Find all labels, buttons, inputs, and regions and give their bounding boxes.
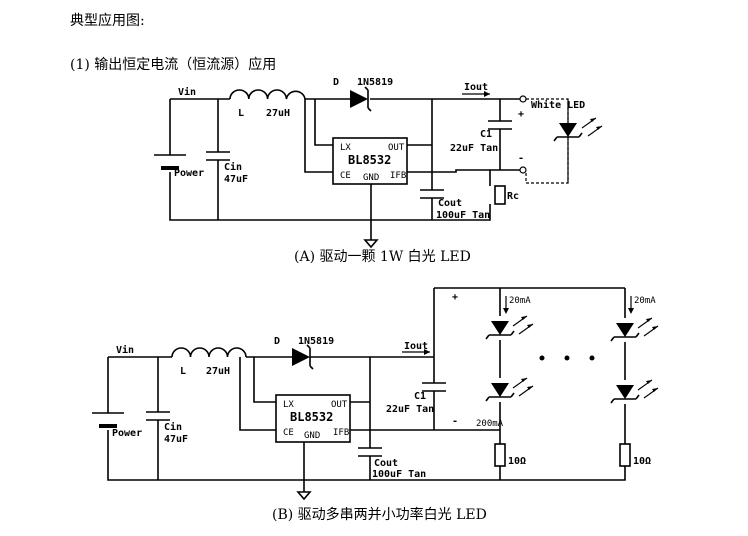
a-iout-label: Iout (464, 82, 488, 93)
a-rc-label: Rc (507, 191, 519, 202)
section-subheading: (1) 输出恒定电流（恒流源）应用 (70, 57, 277, 73)
b-vin-label: Vin (116, 344, 134, 356)
b-cin-value: 47uF (164, 434, 188, 445)
b-current-right: 20mA (634, 296, 656, 306)
a-cin-value: 47uF (224, 174, 248, 185)
b-minus: - (452, 416, 458, 427)
b-ic-name: BL8532 (290, 410, 333, 424)
a-inductor-value: 27uH (266, 108, 290, 119)
b-pin-ifb: IFB (333, 428, 349, 438)
a-cout-value: 100uF Tan (436, 210, 490, 221)
a-pin-gnd: GND (363, 173, 379, 183)
a-pin-ce: CE (340, 171, 351, 181)
b-diode-part: 1N5819 (298, 336, 334, 347)
b-cin-label: Cin (164, 421, 182, 433)
b-pin-lx: LX (283, 400, 294, 410)
a-minus: - (518, 153, 524, 164)
b-inductor-value: 27uH (206, 366, 230, 377)
a-c1-value: 22uF Tan (450, 143, 498, 154)
b-cout-label: Cout (374, 458, 398, 469)
b-current-total: 200mA (476, 419, 504, 429)
b-power-label: Power (112, 428, 142, 439)
b-diode-label: D (274, 336, 280, 347)
circuit-b: Vin L 27uH D 1N5819 Iout + - 20mA 20mA 2… (92, 287, 659, 501)
b-current-left: 20mA (509, 296, 531, 306)
caption-a: (A) 驱动一颗 1W 白光 LED (294, 249, 471, 265)
b-pin-gnd: GND (304, 431, 320, 441)
a-pin-lx: LX (340, 143, 351, 153)
b-pin-ce: CE (283, 428, 294, 438)
section-heading: 典型应用图: (70, 13, 145, 29)
a-cout-label: Cout (438, 198, 462, 209)
a-ic-name: BL8532 (348, 153, 391, 167)
a-diode-label: D (333, 77, 339, 88)
a-cin-label: Cin (224, 161, 242, 173)
a-c1-label: C1 (480, 129, 492, 140)
a-plus: + (518, 109, 524, 120)
caption-b: (B) 驱动多串两并小功率白光 LED (272, 507, 487, 523)
b-r-left: 10Ω (508, 456, 526, 467)
b-iout-label: Iout (404, 341, 428, 352)
b-c1-label: C1 (414, 391, 426, 402)
b-plus: + (452, 292, 458, 303)
circuit-a: Vin L 27uH D 1N5819 Iout + - White LED L… (154, 77, 603, 249)
a-pin-ifb: IFB (390, 171, 406, 181)
b-inductor-label: L (180, 366, 186, 377)
a-inductor-label: L (238, 108, 244, 119)
a-vin-label: Vin (178, 86, 196, 98)
b-pin-out: OUT (331, 400, 348, 410)
a-pin-out: OUT (388, 143, 405, 153)
b-c1-value: 22uF Tan (386, 404, 434, 415)
a-diode-part: 1N5819 (357, 77, 393, 88)
b-cout-value: 100uF Tan (372, 469, 426, 480)
b-r-right: 10Ω (633, 456, 651, 467)
a-white-led-label: White LED (531, 99, 585, 111)
a-power-label: Power (174, 168, 204, 179)
